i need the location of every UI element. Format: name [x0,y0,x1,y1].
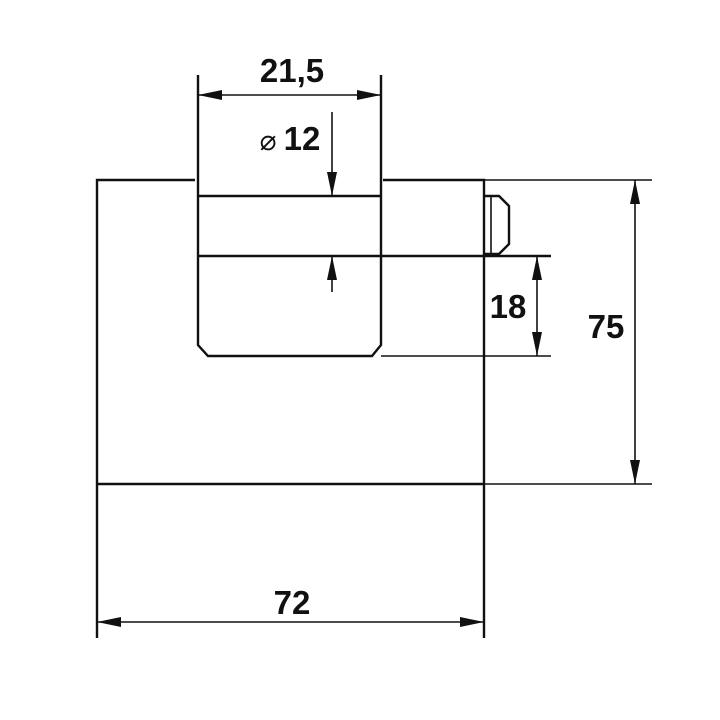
label-body-height: 75 [588,308,625,345]
arrow-up [630,180,640,204]
label-shackle-clearance: 18 [490,288,527,325]
diameter-symbol-icon: ⌀ [260,125,277,156]
arrow-right [357,90,381,100]
body-outline-right-top [383,178,486,638]
arrow-up [327,256,337,280]
arrow-left [97,617,121,627]
label-body-width: 72 [274,584,311,621]
shackle [196,75,551,358]
padlock-body [95,178,486,638]
dimension-shackle-width: 21,5 [198,52,381,100]
dimension-shackle-clearance: 18 [490,256,542,356]
arrow-left [198,90,222,100]
label-shackle-diameter: 12 [284,120,321,157]
label-shackle-width: 21,5 [260,52,324,89]
arrow-down [327,172,337,196]
dimension-body-width: 72 [97,584,484,627]
shackle-outline [196,75,383,358]
arrow-down [532,332,542,356]
latch-outline [484,194,511,256]
dimension-body-height: 75 [484,179,652,485]
arrow-right [460,617,484,627]
arrow-up [532,256,542,280]
arrow-down [630,460,640,484]
body-outline-left-top [95,178,195,638]
dimension-shackle-diameter: ⌀ 12 [260,112,337,292]
side-latch [484,194,511,256]
